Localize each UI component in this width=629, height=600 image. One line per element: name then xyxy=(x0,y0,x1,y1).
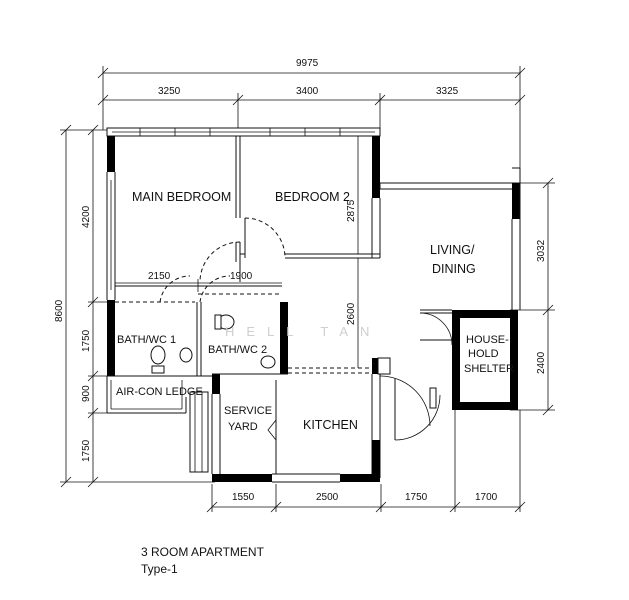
room-shelter-line2: HOLD xyxy=(468,348,499,360)
left-dim-2: 1750 xyxy=(81,329,92,352)
right-dimension-lines xyxy=(510,177,555,416)
left-dim-4: 1750 xyxy=(81,439,92,462)
top-dim-3: 3325 xyxy=(436,86,459,97)
fixtures xyxy=(150,314,276,374)
left-dim-total: 8600 xyxy=(54,299,65,322)
left-dim-3: 900 xyxy=(81,385,92,402)
inner-dim-bath1: 2150 xyxy=(148,271,171,282)
inner-dim-bed2: 2875 xyxy=(346,199,357,222)
walls xyxy=(106,127,521,483)
left-dim-1: 4200 xyxy=(81,205,92,228)
overall-width-dim: 9975 xyxy=(296,58,319,69)
bottom-dim-3: 1750 xyxy=(405,492,428,503)
plan-type: Type-1 xyxy=(141,562,178,576)
inner-dimension-lines xyxy=(115,136,359,368)
watermark: HELL TAN xyxy=(225,324,381,339)
top-dim-2: 3400 xyxy=(296,86,319,97)
bottom-dim-4: 1700 xyxy=(475,492,498,503)
room-bedroom-2: BEDROOM 2 xyxy=(275,190,350,204)
bottom-dim-2: 2500 xyxy=(316,492,339,503)
room-bath-1: BATH/WC 1 xyxy=(117,334,176,346)
room-shelter-line1: HOUSE- xyxy=(466,334,509,346)
room-aircon-ledge: AIR-CON LEDGE xyxy=(116,386,203,398)
plan-title: 3 ROOM APARTMENT xyxy=(141,545,264,559)
left-dimension-lines xyxy=(60,124,215,488)
top-dim-1: 3250 xyxy=(158,86,181,97)
bottom-dim-1: 1550 xyxy=(232,492,255,503)
top-dimension-lines xyxy=(97,66,526,168)
room-main-bedroom: MAIN BEDROOM xyxy=(132,190,231,204)
room-living-line1: LIVING/ xyxy=(430,243,475,257)
room-kitchen: KITCHEN xyxy=(303,418,358,432)
right-dim-2: 2400 xyxy=(536,351,547,374)
room-service-line2: YARD xyxy=(228,421,258,433)
inner-dim-bath2: 1900 xyxy=(230,271,253,282)
room-shelter-line3: SHELTER xyxy=(464,363,514,375)
right-dim-1: 3032 xyxy=(536,239,547,262)
room-bath-2: BATH/WC 2 xyxy=(208,344,267,356)
bottom-dimension-lines xyxy=(206,410,526,513)
inner-dim-corridor: 2600 xyxy=(346,302,357,325)
room-service-line1: SERVICE xyxy=(224,405,272,417)
room-living-line2: DINING xyxy=(432,262,476,276)
